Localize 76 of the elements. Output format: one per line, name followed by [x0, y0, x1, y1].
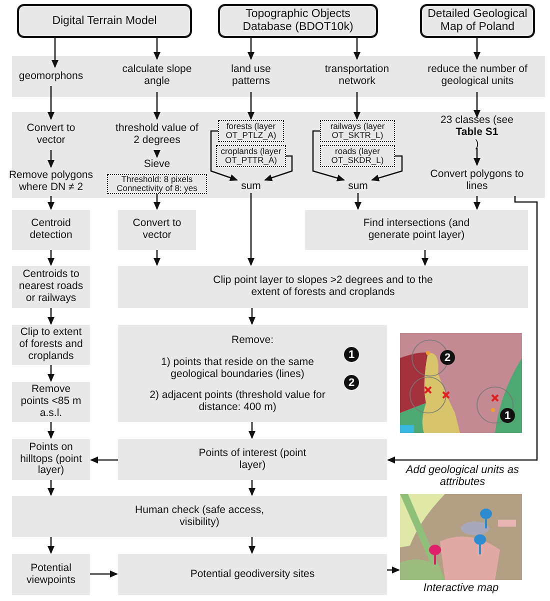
step-text: calculate slope angle	[120, 60, 194, 92]
process-box: Potential viewpoints	[12, 554, 90, 595]
arrow	[474, 38, 480, 60]
arrow	[48, 365, 54, 382]
arrow	[154, 92, 160, 120]
arrow	[354, 92, 360, 120]
arrow	[154, 150, 160, 158]
arrow	[248, 92, 254, 120]
arrow	[48, 86, 54, 120]
arrow	[248, 422, 256, 439]
arrow	[248, 537, 256, 554]
step-text: land use patterns	[216, 60, 286, 92]
arrow	[387, 196, 538, 464]
process-box: Points of interest (point layer)	[118, 439, 387, 480]
picture	[400, 333, 522, 433]
process-box: Remove points <85 m a.s.l.	[12, 382, 90, 422]
arrow	[48, 196, 54, 210]
arrow	[48, 537, 54, 554]
arrow	[248, 308, 256, 325]
process-box: Find intersections (and generate point layer)	[305, 210, 528, 250]
arrow	[154, 38, 160, 60]
step-text: reduce the number of geological units	[420, 60, 535, 92]
arrow	[248, 38, 254, 60]
arrow	[154, 194, 160, 210]
process-box: Potential geodiversity sites	[118, 554, 387, 595]
process-box: Clip to extent of forests and croplands	[12, 325, 90, 365]
arrow	[474, 196, 480, 210]
process-box	[118, 325, 387, 422]
arrow	[90, 456, 118, 464]
step-text: geomorphons	[11, 68, 91, 86]
step-text: sum	[343, 180, 373, 193]
process-box: Points on hilltops (point layer)	[12, 439, 90, 480]
list-item: 1) points that reside on the same geological boundaries (lines)	[160, 356, 315, 380]
process-box: Convert to vector	[118, 210, 196, 250]
arrow	[312, 130, 345, 182]
step-text: Convert to vector	[16, 120, 86, 150]
arrow	[48, 480, 54, 496]
source-box: Digital Terrain Model	[17, 4, 192, 38]
arrow	[387, 566, 400, 574]
arrow	[354, 193, 362, 210]
process-box: Clip point layer to slopes >2 degrees and to the extent of forests and croplands	[118, 266, 528, 308]
arrow	[48, 250, 54, 266]
arrow	[154, 250, 160, 266]
parameter-box: forests (layer OT_PTLZ_A)	[218, 120, 284, 142]
step-text: sum	[236, 180, 266, 193]
source-box: Topographic Objects Database (BDOT10k)	[218, 4, 378, 38]
arrow	[474, 92, 480, 118]
arrow	[264, 155, 293, 182]
parameter-box: roads (layer OT_SKDR_L)	[320, 145, 395, 167]
arrow	[474, 148, 480, 166]
arrow	[48, 422, 54, 439]
parameter-box: Threshold: 8 pixels Connectivity of 8: yes	[107, 174, 207, 194]
arrow	[90, 570, 118, 578]
picture	[400, 494, 522, 580]
arrow	[210, 130, 238, 182]
step-text: threshold value of 2 degrees	[112, 120, 202, 150]
process-box: Centroids to nearest roads or railways	[12, 266, 90, 308]
arrow	[52, 38, 58, 68]
list-item: 2) adjacent points (threshold value for distance: 400 m)	[148, 390, 326, 414]
step-text: Convert polygons to lines	[430, 166, 524, 196]
arrow	[354, 38, 360, 60]
parameter-box: croplands (layer OT_PTTR_A)	[216, 145, 286, 167]
arrow	[48, 150, 54, 168]
parameter-box: railways (layer OT_SKTR_L)	[320, 120, 395, 142]
arrow	[248, 480, 256, 496]
process-box: Centroid detection	[12, 210, 90, 250]
source-box: Detailed Geological Map of Poland	[420, 4, 535, 38]
arrow	[422, 250, 428, 266]
step-text: transportation network	[312, 60, 402, 92]
arrow	[371, 155, 403, 182]
arrow	[248, 193, 254, 266]
process-box: Human check (safe access, visibility)	[12, 496, 387, 537]
step-text: Remove polygons where DN ≠ 2	[4, 168, 98, 196]
arrow	[48, 308, 54, 325]
step-text: Sieve	[140, 158, 174, 172]
heading-text: Remove:	[231, 335, 274, 347]
